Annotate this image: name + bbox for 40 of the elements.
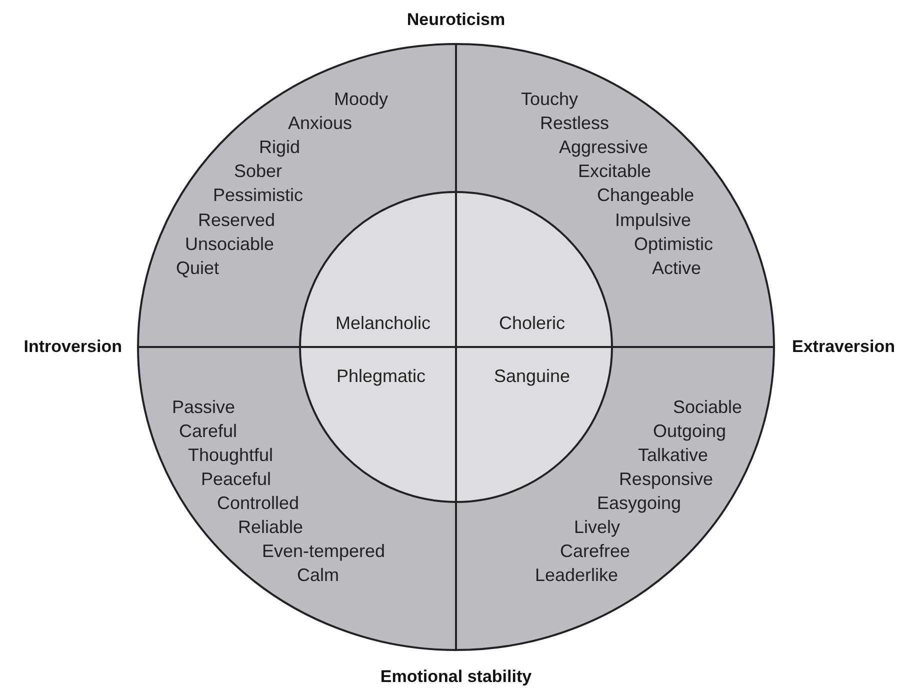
trait-label: Calm: [297, 564, 340, 586]
trait-label: Passive: [172, 396, 236, 418]
trait-label: Moody: [334, 88, 388, 110]
trait-label: Optimistic: [634, 233, 714, 255]
axis-label: Neuroticism: [406, 9, 506, 31]
trait-label: Thoughtful: [188, 444, 274, 466]
trait-label: Active: [652, 257, 702, 279]
trait-label: Impulsive: [615, 209, 692, 231]
trait-label: Reliable: [238, 516, 304, 538]
trait-label: Quiet: [176, 257, 220, 279]
axis-label: Introversion: [24, 336, 122, 358]
trait-label: Changeable: [597, 184, 694, 206]
trait-label: Lively: [574, 516, 620, 538]
trait-label: Peaceful: [201, 468, 272, 490]
trait-label: Outgoing: [652, 420, 726, 442]
trait-label: Careful: [179, 420, 238, 442]
trait-label: Talkative: [638, 444, 708, 466]
trait-label: Unsociable: [185, 233, 274, 255]
trait-label: Excitable: [578, 160, 652, 182]
trait-label: Rigid: [259, 136, 300, 158]
trait-label: Controlled: [217, 492, 300, 514]
trait-label: Touchy: [521, 88, 578, 110]
trait-label: Restless: [540, 112, 610, 134]
trait-label: Sanguine: [494, 365, 570, 387]
trait-label: Choleric: [498, 312, 566, 334]
trait-label: Responsive: [618, 468, 713, 490]
trait-label: Aggressive: [559, 136, 648, 158]
trait-label: Anxious: [288, 112, 352, 134]
trait-label: Leaderlike: [534, 564, 618, 586]
trait-label: Easygoing: [596, 492, 681, 514]
trait-label: Melancholic: [335, 312, 431, 334]
trait-label: Even-tempered: [262, 540, 386, 562]
trait-label: Sober: [234, 160, 282, 182]
trait-label: Carefree: [560, 540, 630, 562]
trait-label: Pessimistic: [213, 184, 304, 206]
axis-label: Emotional stability: [380, 666, 532, 688]
trait-label: Phlegmatic: [336, 365, 426, 387]
trait-label: Reserved: [198, 209, 276, 231]
trait-label: Sociable: [672, 396, 742, 418]
axis-label: Extraversion: [792, 336, 895, 358]
